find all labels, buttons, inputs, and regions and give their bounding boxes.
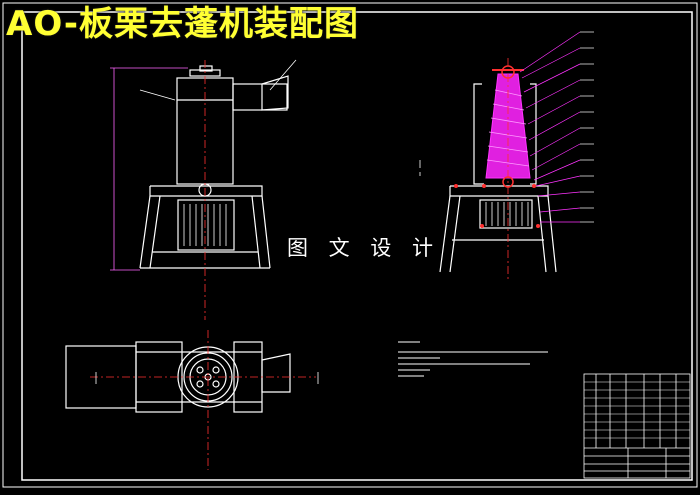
- front-sieve-box: [177, 199, 235, 251]
- leader-line: [531, 143, 581, 171]
- front-leg-left-inner: [149, 195, 161, 269]
- front-motor-box: [232, 83, 288, 111]
- side-leader-tails: [580, 31, 594, 223]
- top-outlet-chute: [261, 353, 291, 393]
- bolt: [454, 184, 458, 188]
- bolt: [532, 184, 536, 188]
- leader-line: [525, 79, 581, 109]
- leader-line: [535, 175, 581, 187]
- leader-line: [519, 31, 581, 73]
- title-block: [583, 373, 691, 479]
- top-bolt-hole: [196, 366, 204, 374]
- watermark-text: 图 文 设 计: [287, 236, 441, 260]
- bolt: [480, 224, 484, 228]
- side-sieve-bars: [485, 202, 529, 226]
- top-bolt-hole: [212, 380, 220, 388]
- side-leg-left-inner: [449, 195, 461, 273]
- bolt: [482, 184, 486, 188]
- technical-notes: [398, 341, 548, 377]
- front-leg-left: [139, 195, 151, 269]
- front-frame-top: [149, 185, 263, 197]
- front-leader-1: [139, 89, 176, 101]
- leader-line: [533, 159, 581, 181]
- side-view: [439, 83, 557, 273]
- title-block-frame: [583, 373, 691, 479]
- side-sieve-box: [479, 199, 533, 229]
- leader-line: [523, 63, 581, 93]
- side-leg-right: [547, 195, 557, 273]
- front-top-knob: [199, 65, 213, 72]
- drawing-title: AO-板栗去蓬机装配图: [6, 4, 359, 44]
- leader-line: [528, 111, 581, 141]
- leader-line: [527, 95, 581, 125]
- front-leader-2: [269, 59, 297, 91]
- bolt: [536, 224, 540, 228]
- side-leg-right-inner: [537, 195, 547, 273]
- leader-line: [539, 207, 581, 213]
- side-housing-left: [473, 83, 484, 185]
- front-dimensions: [110, 59, 297, 271]
- leader-line: [521, 47, 581, 79]
- side-bolts: [454, 184, 540, 228]
- side-leg-left: [439, 195, 451, 273]
- top-bolt-hole: [212, 366, 220, 374]
- front-leg-right-inner: [251, 195, 261, 269]
- outer-border: [2, 2, 698, 488]
- side-housing-right: [530, 83, 537, 185]
- side-leader-lines: [519, 31, 581, 223]
- inner-frame: [21, 11, 693, 481]
- front-sieve-bars: [183, 204, 227, 246]
- leader-line: [529, 127, 581, 157]
- front-leg-right: [261, 195, 271, 269]
- top-bolt-hole: [196, 380, 204, 388]
- leader-line: [537, 191, 581, 197]
- front-motor-hood: [261, 75, 289, 111]
- title-block-list-rows: [584, 381, 690, 439]
